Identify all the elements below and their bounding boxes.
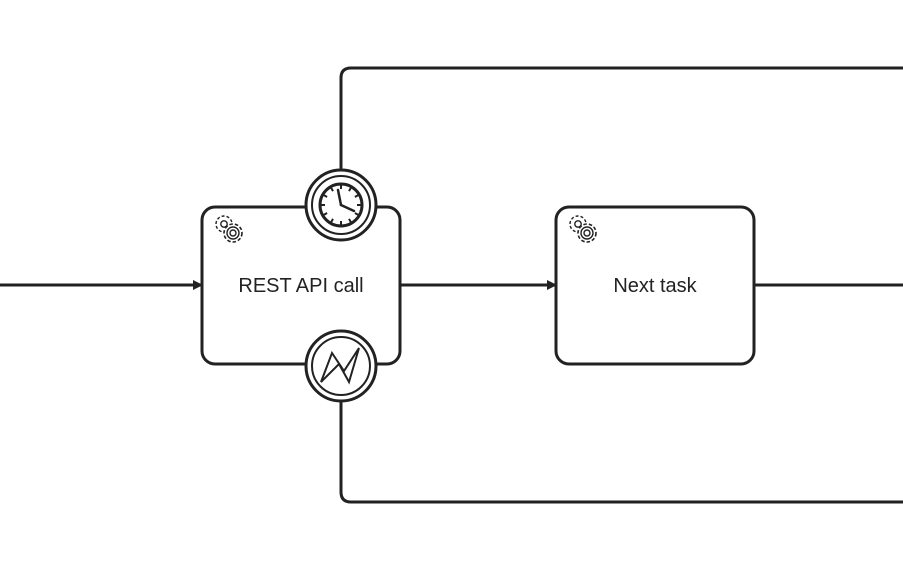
service-task-gear-icon (569, 215, 597, 243)
task-rest-api-call[interactable]: REST API call (200, 205, 402, 366)
error-escalation-flow[interactable] (339, 402, 903, 504)
task-label: REST API call (238, 275, 363, 297)
service-task-gear-icon (215, 215, 243, 243)
lightning-icon (320, 347, 360, 385)
task-label: Next task (613, 275, 697, 297)
timer-boundary-event[interactable] (304, 168, 378, 242)
clock-icon (318, 182, 364, 228)
timer-escalation-flow[interactable] (339, 66, 903, 170)
error-boundary-event[interactable] (304, 329, 378, 403)
task-next-task[interactable]: Next task (554, 205, 756, 366)
